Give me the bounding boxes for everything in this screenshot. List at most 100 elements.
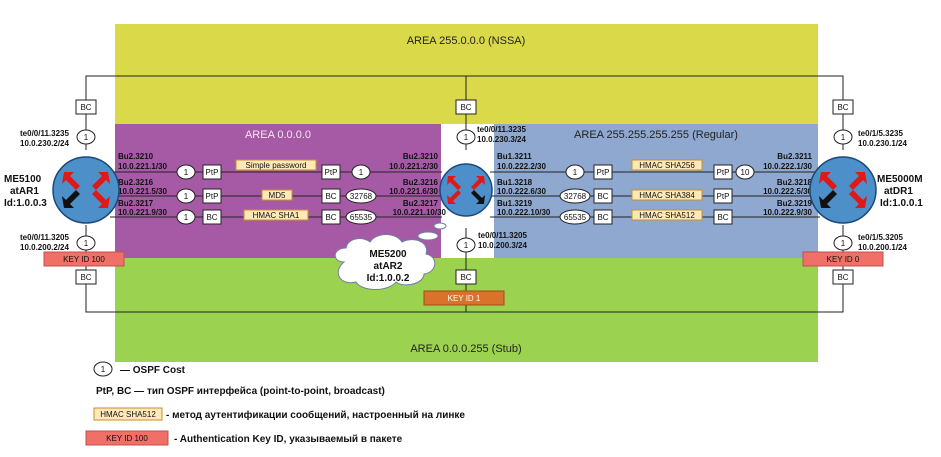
legend: 1 — OSPF Cost PtP, BC — тип OSPF интерфе… [85,361,465,446]
label-text: Id:1.0.0.2 [367,273,410,284]
router-dr1-icon [809,156,877,224]
type-r2-right [713,188,733,204]
label-text: KEY ID 100 [63,255,105,264]
label-text: HMAC SHA256 [639,161,695,170]
label-text: 10.0.222.5/30 [763,187,812,196]
type-r1-right [713,164,733,180]
auth-md5 [261,189,293,201]
label-text: Bu1.3211 [497,152,532,161]
type-r2-left [593,188,613,204]
label-text: 1 [841,133,846,142]
label-text: atAR2 [374,261,403,272]
type-l2-left [202,188,222,204]
label-text: te0/1/5.3205 [858,233,903,242]
label-text: 65535 [350,213,373,222]
label-text: BC [80,273,91,282]
bc-ar1-top [75,99,97,115]
label-text: KEY ID 0 [827,255,860,264]
cost-l1-left [176,164,196,180]
label-text: HMAC SHA1 [253,211,300,220]
bc-ar2-top [455,99,477,115]
label-text: atAR1 [10,186,39,197]
label-text: ME5000M [877,174,923,185]
label-text: PtP [206,168,219,177]
area-regular-title: AREA 255.255.255.255 (Regular) [574,129,738,141]
label-text: PtP [597,168,610,177]
label-text: KEY ID 1 [448,294,481,303]
label-text: 1 [184,192,189,201]
cost-l2-right [345,188,377,204]
label-text: BC [717,213,728,222]
label-text: - метод аутентификации сообщений, настро… [166,409,465,421]
label-text: Id:1.0.0.3 [4,198,47,209]
label-text: te0/0/11.3205 [478,231,527,240]
cost-dr1-top [833,129,853,145]
label-text: te0/0/11.3235 [477,125,526,134]
label-text: 10.0.221.1/30 [118,162,167,171]
label-text: 10.0.222.1/30 [763,162,812,171]
cost-ar2-bottom [456,237,476,253]
bc-dr1-top [832,99,854,115]
label-text: 1 [84,239,89,248]
cost-ar2-top [456,129,476,145]
legend-auth-sample [93,407,163,421]
label-text: 10.0.221.10/30 [393,208,447,217]
label-text: BC [325,192,336,201]
label-text: HMAC SHA512 [639,211,695,220]
cost-r3-left [559,209,591,225]
label-text: Bu2.3216 [118,178,154,187]
label-text: BC [460,273,471,282]
label-text: 1 [101,365,106,374]
label-text: 10.0.200.1/24 [858,243,907,252]
area-nssa-title: AREA 255.0.0.0 (NSSA) [407,35,526,47]
label-text: BC [837,103,848,112]
label-text: BC [206,213,217,222]
label-text: Bu2.3211 [777,152,812,161]
label-text: 10.0.221.6/30 [389,187,438,196]
router-ar2-cloud [334,222,447,290]
label-text: 1 [184,213,189,222]
cost-l1-right [351,164,371,180]
key-id-left [43,251,125,267]
label-text: Bu2.3217 [118,199,154,208]
label-text: — OSPF Cost [120,365,186,376]
label-text: Bu1.3218 [497,178,533,187]
bc-ar1-bottom [75,269,97,285]
label-text: Bu1.3219 [497,199,533,208]
label-text: 10.0.221.9/30 [118,208,167,217]
label-text: 32768 [564,192,587,201]
label-text: PtP [717,192,730,201]
label-text: te0/0/11.3205 [20,233,69,242]
label-text: Bu2.3217 [403,199,439,208]
label-text: 10.0.222.9/30 [763,208,812,217]
label-text: KEY ID 100 [106,434,148,443]
label-text: 10 [741,168,750,177]
label-text: Bu2.3218 [777,178,813,187]
key-id-center [423,290,505,306]
label-text: BC [80,103,91,112]
label-text: PtP [717,168,730,177]
label-text: Bu2.3219 [777,199,813,208]
bc-ar2-bottom [455,269,477,285]
label-text: Simple password [246,161,307,170]
label-text: - Authentication Key ID, указываемый в п… [174,434,403,445]
type-l3-left [202,209,222,225]
cost-l3-left [176,209,196,225]
label-text: 10.0.230.1/24 [858,139,907,148]
auth-sha512 [631,209,703,221]
cost-ar1-top [76,129,96,145]
label-text: 1 [184,168,189,177]
label-text: 1 [464,241,469,250]
type-l1-right [321,164,341,180]
label-text: 10.0.200.3/24 [478,241,527,250]
label-text: 10.0.230.2/24 [20,139,69,148]
cost-l3-right [345,209,377,225]
cost-r2-left [559,188,591,204]
label-text: 32768 [350,192,373,201]
cost-ar1-bottom [76,235,96,251]
router-ar2-icon [439,163,493,217]
label-text: 65535 [564,213,587,222]
label-text: atDR1 [884,186,913,197]
label-text: Bu2.3216 [403,178,439,187]
